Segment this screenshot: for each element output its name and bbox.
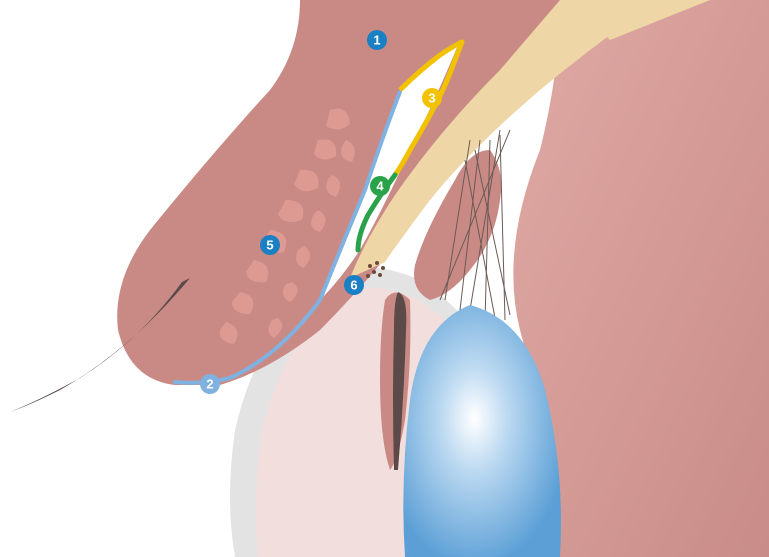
svg-text:3: 3 bbox=[428, 91, 435, 106]
svg-text:1: 1 bbox=[373, 33, 380, 48]
svg-text:4: 4 bbox=[376, 179, 384, 194]
marker-3: 3 bbox=[422, 88, 442, 108]
svg-text:2: 2 bbox=[206, 377, 213, 392]
marker-4: 4 bbox=[370, 176, 390, 196]
marker-2: 2 bbox=[200, 374, 220, 394]
marker-5: 5 bbox=[260, 235, 280, 255]
svg-text:5: 5 bbox=[266, 238, 273, 253]
svg-text:6: 6 bbox=[350, 278, 357, 293]
marker-6: 6 bbox=[344, 275, 364, 295]
marker-1: 1 bbox=[367, 30, 387, 50]
